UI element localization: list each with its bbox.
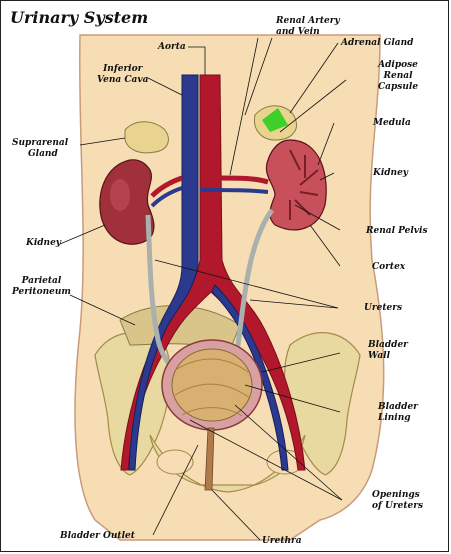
label-kidney-left: Kidney [373, 168, 409, 178]
kidney-right-highlight [110, 179, 130, 211]
kidney-left-medulla [289, 149, 319, 220]
adrenal-right [124, 121, 169, 154]
label-bladder-outlet: Bladder Outlet [60, 531, 135, 541]
vena-cava [128, 74, 199, 471]
aorta [120, 74, 306, 471]
bladder-wall-stripes [174, 358, 251, 417]
renal-vessels-left [150, 175, 183, 198]
renal-vein-right [199, 188, 269, 194]
label-adrenal-gland: Adrenal Gland [341, 38, 414, 48]
iliac-vein-right [211, 284, 289, 471]
adrenal-left-highlight [262, 108, 288, 132]
renal-vessels-right [219, 175, 269, 185]
label-medula: Medula [373, 118, 411, 128]
label-kidney-right: Kidney [26, 238, 62, 248]
label-ureters: Ureters [364, 303, 403, 313]
label-aorta: Aorta [158, 42, 186, 52]
label-cortex: Cortex [372, 262, 406, 272]
obturator-left [156, 449, 194, 475]
leader-lines [59, 37, 347, 541]
bladder-inner [171, 348, 253, 422]
label-urethra: Urethra [262, 536, 302, 546]
pubic-bone [149, 434, 306, 493]
label-renal-pelvis: Renal Pelvis [366, 226, 428, 236]
renal-vein-left [150, 186, 183, 208]
diagram-title: Urinary System [10, 8, 149, 27]
